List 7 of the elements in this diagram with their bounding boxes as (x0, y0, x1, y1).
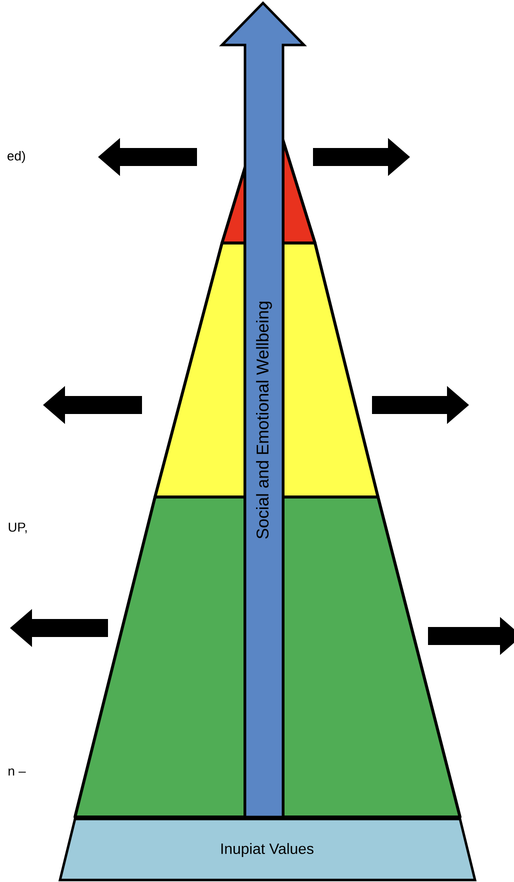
tier-segment (282, 242, 380, 498)
tier-segment (154, 242, 246, 498)
side-text: UP, (8, 522, 27, 534)
tier-segment (282, 496, 462, 818)
side-text: n – (8, 768, 26, 776)
tier-segment (74, 496, 246, 818)
side-text: ed) (8, 150, 25, 164)
